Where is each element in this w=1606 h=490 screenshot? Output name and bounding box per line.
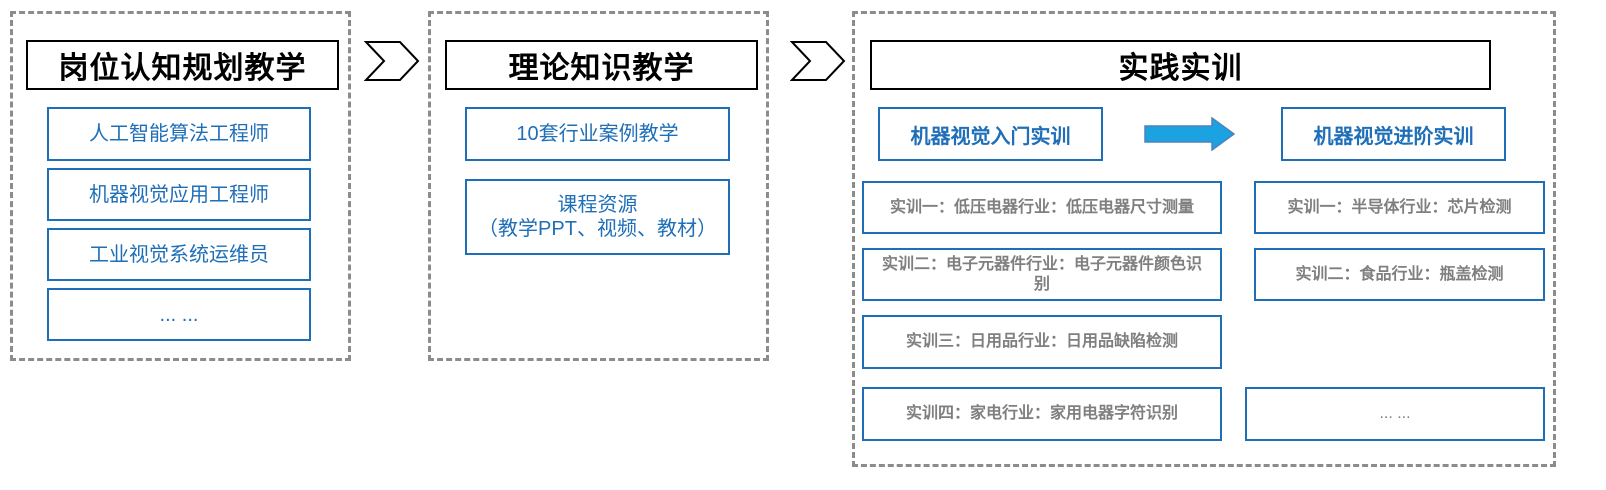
stage1-title: 岗位认知规划教学 xyxy=(26,40,339,90)
arrow-right-icon xyxy=(1144,117,1236,151)
stage1-item: 工业视觉系统运维员 xyxy=(47,228,311,281)
stage1-item: ... ... xyxy=(47,288,311,341)
stage1-panel xyxy=(10,11,351,361)
advanced-training-item: 实训一：半导体行业：芯片检测 xyxy=(1254,181,1545,234)
advanced-training-item: 实训二：食品行业：瓶盖检测 xyxy=(1254,248,1545,301)
intro-training-item: 实训二：电子元器件行业：电子元器件颜色识别 xyxy=(862,248,1222,301)
chevron-right-icon xyxy=(790,41,846,81)
intro-training-title: 机器视觉入门实训 xyxy=(878,107,1103,161)
stage2-title: 理论知识教学 xyxy=(445,40,758,90)
advanced-training-item: ... ... xyxy=(1245,387,1545,441)
chevron-right-icon xyxy=(364,41,420,81)
intro-training-item: 实训三：日用品行业：日用品缺陷检测 xyxy=(862,315,1222,369)
stage2-item-line2: （教学PPT、视频、教材） xyxy=(478,218,717,240)
intro-training-item: 实训一：低压电器行业：低压电器尺寸测量 xyxy=(862,181,1222,234)
stage1-item: 机器视觉应用工程师 xyxy=(47,168,311,221)
stage2-item-text: 10套行业案例教学 xyxy=(516,123,679,145)
stage3-title: 实践实训 xyxy=(870,40,1491,90)
stage2-item: 10套行业案例教学 xyxy=(465,107,730,161)
stage2-item-line1: 课程资源 xyxy=(557,194,638,216)
stage1-item: 人工智能算法工程师 xyxy=(47,107,311,161)
stage3-panel xyxy=(852,11,1556,467)
stage2-panel xyxy=(428,11,769,361)
advanced-training-title: 机器视觉进阶实训 xyxy=(1281,107,1506,161)
intro-training-item: 实训四：家电行业：家用电器字符识别 xyxy=(862,387,1222,441)
stage2-item: 课程资源 （教学PPT、视频、教材） xyxy=(465,179,730,255)
